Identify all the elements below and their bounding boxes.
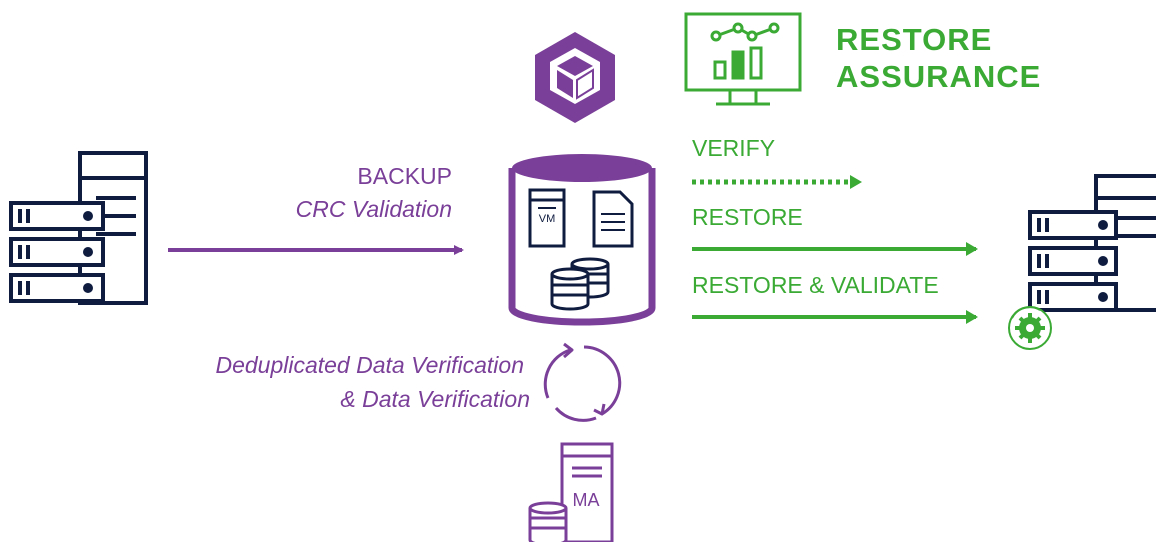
restore-label: RESTORE xyxy=(692,204,803,230)
restore-validate-label: RESTORE & VALIDATE xyxy=(692,272,939,298)
media-agent-icon xyxy=(528,442,614,542)
gear-validate-icon xyxy=(1008,306,1052,350)
hexagon-cube-icon xyxy=(535,32,615,123)
backup-label: BACKUP xyxy=(357,163,452,189)
data-verification-label: & Data Verification xyxy=(340,386,530,412)
monitor-chart-icon xyxy=(684,12,802,106)
vm-label: VM xyxy=(538,213,556,225)
restore-assurance-title-line1: RESTORE xyxy=(836,22,993,57)
storage-cylinder-icon xyxy=(508,154,656,326)
source-server-icon xyxy=(9,151,148,305)
refresh-cycle-icon xyxy=(543,342,622,422)
dedup-verification-label: Deduplicated Data Verification xyxy=(215,352,524,378)
verify-label: VERIFY xyxy=(692,135,776,161)
ma-label: MA xyxy=(572,490,600,510)
target-server-icon xyxy=(1028,174,1156,312)
restore-assurance-title-line2: ASSURANCE xyxy=(836,59,1042,94)
crc-validation-label: CRC Validation xyxy=(295,196,452,222)
